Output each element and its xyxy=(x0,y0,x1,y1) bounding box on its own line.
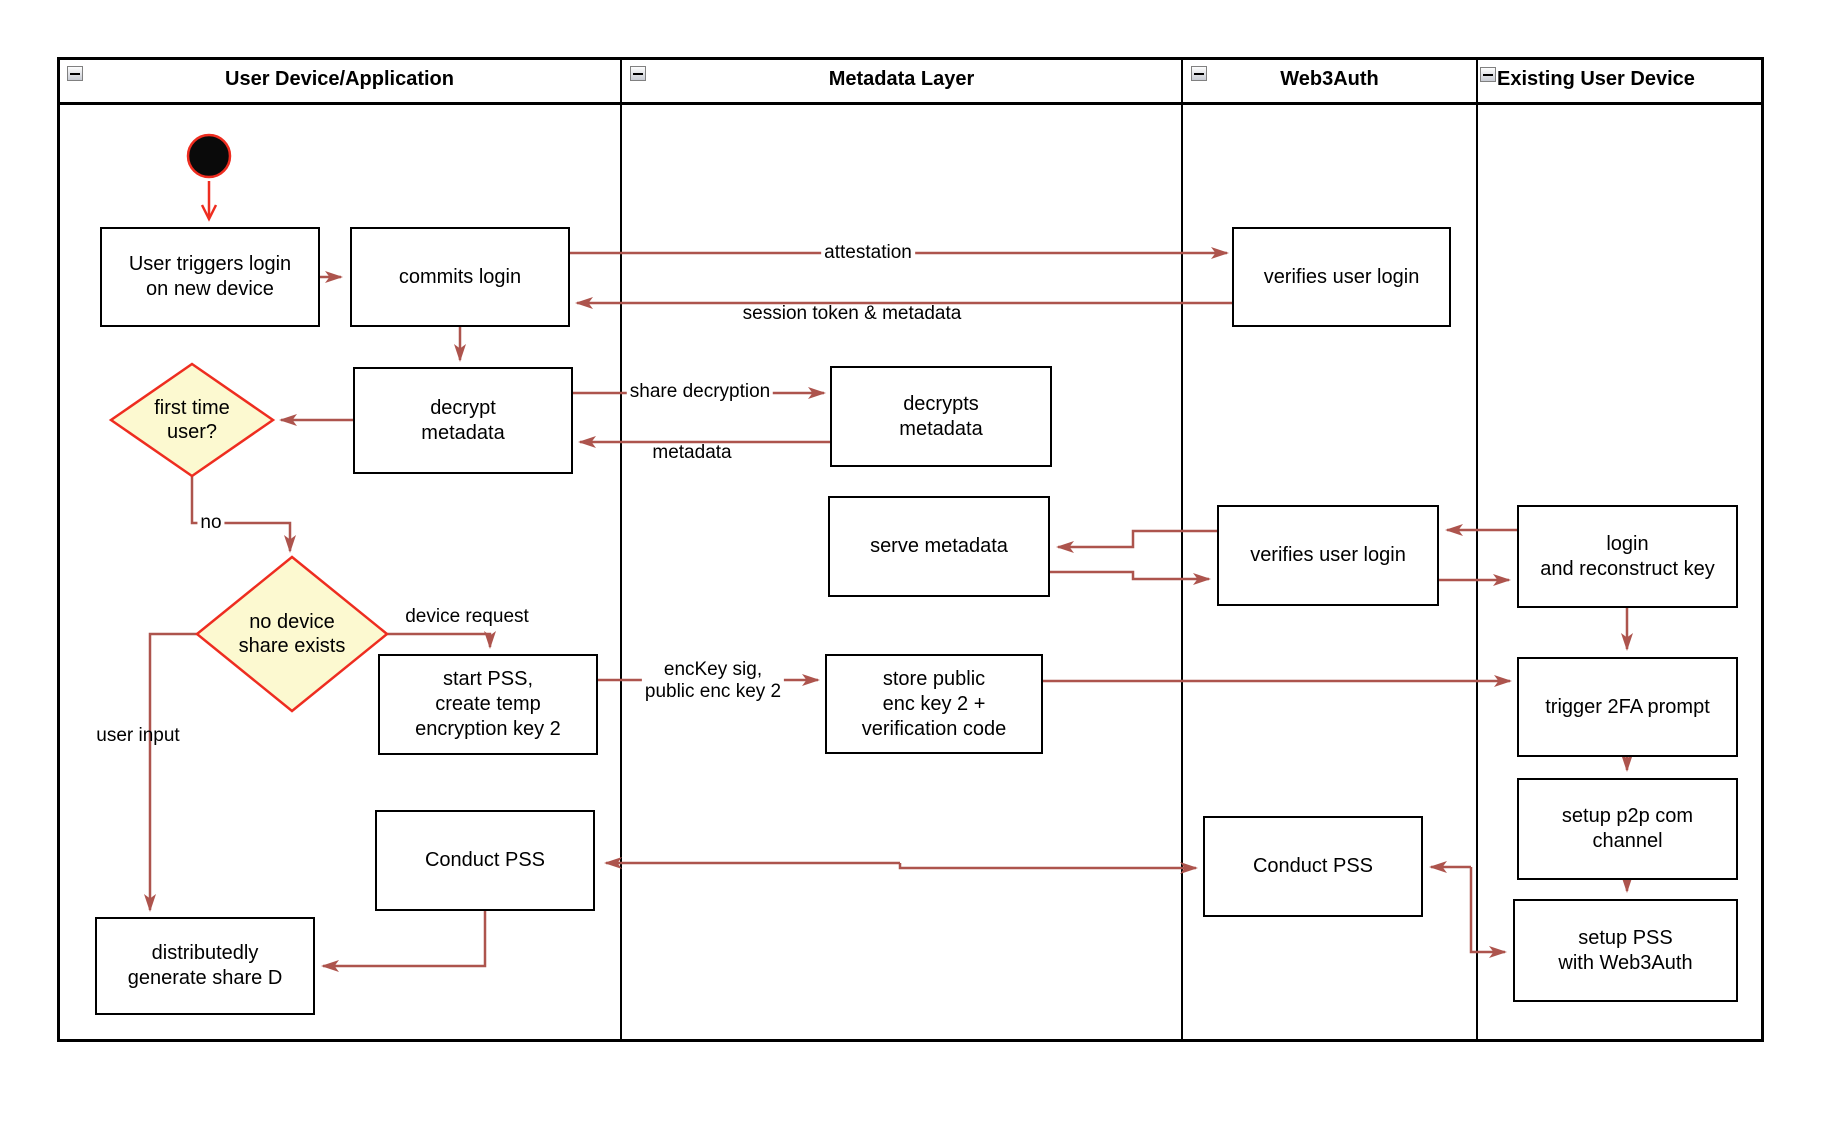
collapse-icon[interactable] xyxy=(67,66,83,81)
decision-first-time-user xyxy=(108,362,276,478)
node-start-pss: start PSS, create temp encryption key 2 xyxy=(378,654,598,755)
node-store-public-enc-key: store public enc key 2 + verification co… xyxy=(825,654,1043,754)
edge-conduct-to-generate-share xyxy=(321,911,487,972)
lane-divider-3 xyxy=(1476,57,1478,1042)
edge-verifies2-to-serve xyxy=(1056,529,1217,553)
start-node xyxy=(186,133,232,179)
lane-title-metadata-layer: Metadata Layer xyxy=(828,68,975,90)
edge-device-request xyxy=(386,631,496,649)
edge-serve-to-verifies2 xyxy=(1050,570,1211,585)
edge-label-user-input: user input xyxy=(96,725,180,747)
edge-conduct-pss-right xyxy=(898,862,1198,874)
edge-no-branch xyxy=(190,476,296,553)
lane-title-user-device: User Device/Application xyxy=(225,68,454,90)
node-trigger-2fa-prompt: trigger 2FA prompt xyxy=(1517,657,1738,757)
decision-label-no-device-share: no device share exists xyxy=(238,611,346,657)
node-user-triggers-login: User triggers login on new device xyxy=(100,227,320,327)
lane-divider-2 xyxy=(1181,57,1183,1042)
node-verifies-user-login-2: verifies user login xyxy=(1217,505,1439,606)
node-conduct-pss-web3auth: Conduct PSS xyxy=(1203,816,1423,917)
minus-icon xyxy=(633,73,643,75)
edge-label-share-decryption: share decryption xyxy=(626,381,774,403)
edge-label-device-request: device request xyxy=(405,606,529,628)
lane-title-existing-device: Existing User Device xyxy=(1497,68,1695,90)
lane-title-web3auth: Web3Auth xyxy=(1280,68,1379,90)
node-generate-share-d: distributedly generate share D xyxy=(95,917,315,1015)
node-decrypts-metadata: decrypts metadata xyxy=(830,366,1052,467)
collapse-icon[interactable] xyxy=(1480,67,1496,82)
node-verifies-user-login-1: verifies user login xyxy=(1232,227,1451,327)
edge-label-attestation: attestation xyxy=(821,242,915,264)
lane-divider-1 xyxy=(620,57,622,1042)
node-conduct-pss-user: Conduct PSS xyxy=(375,810,595,911)
node-serve-metadata: serve metadata xyxy=(828,496,1050,597)
edge-label-no: no xyxy=(197,512,225,534)
node-decrypt-metadata: decrypt metadata xyxy=(353,367,573,474)
edge-label-metadata: metadata xyxy=(652,442,732,464)
collapse-icon[interactable] xyxy=(1191,66,1207,81)
minus-icon xyxy=(1194,73,1204,75)
edge-label-session-token: session token & metadata xyxy=(742,303,962,325)
minus-icon xyxy=(70,73,80,75)
edge-label-enckey-sig: encKey sig, public enc key 2 xyxy=(641,659,785,703)
edge-user-input xyxy=(144,632,198,912)
node-login-and-reconstruct-key: login and reconstruct key xyxy=(1517,505,1738,608)
decision-no-device-share xyxy=(195,555,389,713)
minus-icon xyxy=(1483,74,1493,76)
edge-conduct-w3a-to-setup-pss xyxy=(1469,867,1507,958)
decision-label-first-time-user: first time user? xyxy=(154,397,230,443)
collapse-icon[interactable] xyxy=(630,66,646,81)
node-setup-pss-web3auth: setup PSS with Web3Auth xyxy=(1513,899,1738,1002)
node-commits-login: commits login xyxy=(350,227,570,327)
lane-header-row xyxy=(57,57,1764,105)
node-setup-p2p-channel: setup p2p com channel xyxy=(1517,778,1738,880)
